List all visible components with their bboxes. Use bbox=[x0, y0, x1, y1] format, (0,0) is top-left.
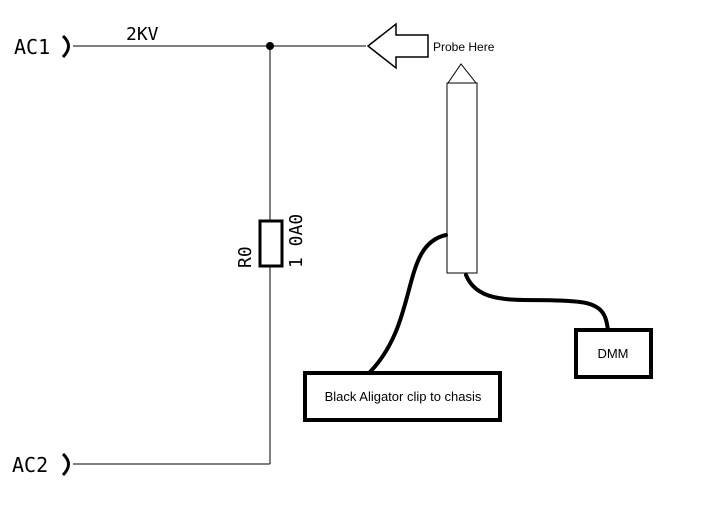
resistor-value: 1 0A0 bbox=[286, 214, 307, 268]
clip-lead-wire bbox=[368, 233, 448, 374]
probe-tip-icon bbox=[447, 63, 478, 84]
probe-body bbox=[446, 82, 478, 274]
resistor-body bbox=[258, 219, 284, 268]
ac2-terminal-connector bbox=[61, 452, 70, 477]
dmm-box bbox=[574, 328, 653, 379]
dmm-lead-wire bbox=[464, 273, 610, 332]
probe-arrow-icon bbox=[366, 22, 429, 70]
probe-label: Probe Here bbox=[433, 40, 495, 54]
clip-label: Black Aligator clip to chasis bbox=[325, 389, 482, 404]
clip-box bbox=[303, 371, 502, 422]
resistor-designator: R0 bbox=[235, 246, 256, 268]
ac1-label: AC1 bbox=[14, 35, 50, 59]
dmm-label: DMM bbox=[597, 346, 628, 361]
ac2-label: AC2 bbox=[12, 453, 48, 477]
voltage-label: 2KV bbox=[126, 24, 159, 45]
ac1-terminal-connector bbox=[61, 34, 70, 59]
